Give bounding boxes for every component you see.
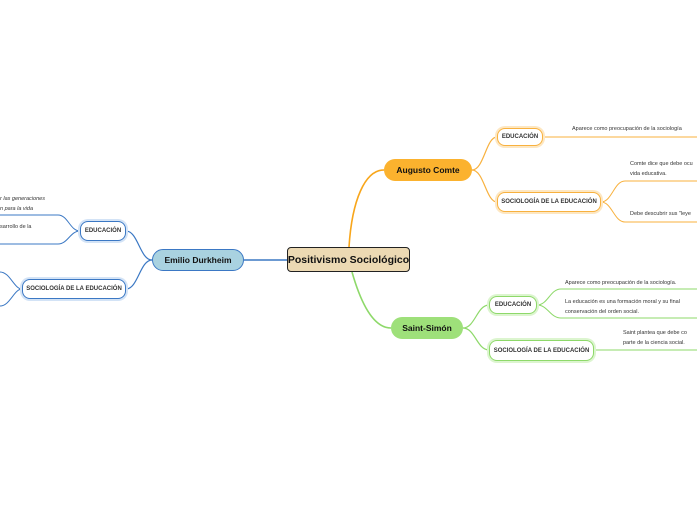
- saint-sociologia-text1-line2: parte de la ciencia social.: [623, 339, 685, 346]
- durkheim-sociologia-node[interactable]: SOCIOLOGÍA DE LA EDUCACIÓN: [22, 279, 126, 299]
- saint-sociologia-text1: Saint plantea que debe co parte de la ci…: [623, 329, 687, 348]
- augusto-sociologia-text2: Debe descubrir sus "leye: [630, 211, 691, 217]
- central-topic[interactable]: Positivismo Sociológico: [287, 247, 410, 272]
- connector-durkheim-soc-leaf2: [0, 288, 23, 307]
- connector-durkheim-soc-leaf1: [0, 271, 23, 290]
- durkheim-educacion-text1-line2: n para la vida: [0, 205, 34, 212]
- augusto-sociologia-node[interactable]: SOCIOLOGÍA DE LA EDUCACIÓN: [497, 192, 601, 212]
- durkheim-educacion-text1-line1: r las generaciones: [0, 196, 45, 202]
- augusto-sociologia-text1-line2: vida educativa.: [630, 170, 667, 177]
- branch-emilio-durkheim[interactable]: Emilio Durkheim: [152, 249, 244, 271]
- augusto-sociologia-text1: Comte dice que debe ocu vida educativa.: [630, 160, 693, 179]
- connector-durkheim-sociologia: [125, 259, 153, 290]
- connector-saint-edu-leaf1: [536, 288, 697, 306]
- connector-durkheim-edu-leaf1: [0, 214, 81, 232]
- augusto-educacion-text: Aparece como preocupación de la sociolog…: [572, 126, 682, 132]
- saint-sociologia-text1-line1: Saint plantea que debe co: [623, 330, 687, 336]
- augusto-educacion-node[interactable]: EDUCACIÓN: [497, 128, 543, 146]
- branch-augusto-comte[interactable]: Augusto Comte: [384, 159, 472, 181]
- saint-educacion-text2-line1: La educación es una formación moral y su…: [565, 299, 680, 305]
- durkheim-educacion-text1: r las generaciones n para la vida: [0, 195, 45, 214]
- saint-educacion-text2: La educación es una formación moral y su…: [565, 298, 680, 317]
- branch-saint-simon[interactable]: Saint-Simón: [391, 317, 463, 339]
- connector-durkheim-edu-leaf2: [0, 230, 81, 245]
- saint-sociologia-node[interactable]: SOCIOLOGÍA DE LA EDUCACIÓN: [489, 340, 594, 361]
- saint-educacion-node[interactable]: EDUCACIÓN: [489, 296, 537, 314]
- connector-augusto-sociologia: [471, 169, 498, 203]
- connector-augusto-educacion: [471, 136, 498, 171]
- connector-augusto-soc-leaf2: [600, 201, 697, 223]
- connector-saint-educacion: [462, 304, 490, 329]
- connector-saint-sociologia: [462, 327, 490, 351]
- augusto-sociologia-text1-line1: Comte dice que debe ocu: [630, 161, 693, 167]
- saint-educacion-text2-line2: conservación del orden social.: [565, 308, 639, 315]
- durkheim-educacion-node[interactable]: EDUCACIÓN: [80, 221, 126, 241]
- durkheim-educacion-text2: sarrollo de la: [0, 224, 32, 230]
- connector-durkheim-educacion: [125, 230, 153, 261]
- saint-educacion-text1: Aparece como preocupación de la sociolog…: [565, 280, 677, 286]
- connector-central-augusto: [348, 169, 385, 248]
- connector-augusto-soc-leaf1: [600, 180, 697, 203]
- connector-central-saint: [351, 271, 392, 329]
- connector-saint-edu-leaf2: [536, 304, 697, 319]
